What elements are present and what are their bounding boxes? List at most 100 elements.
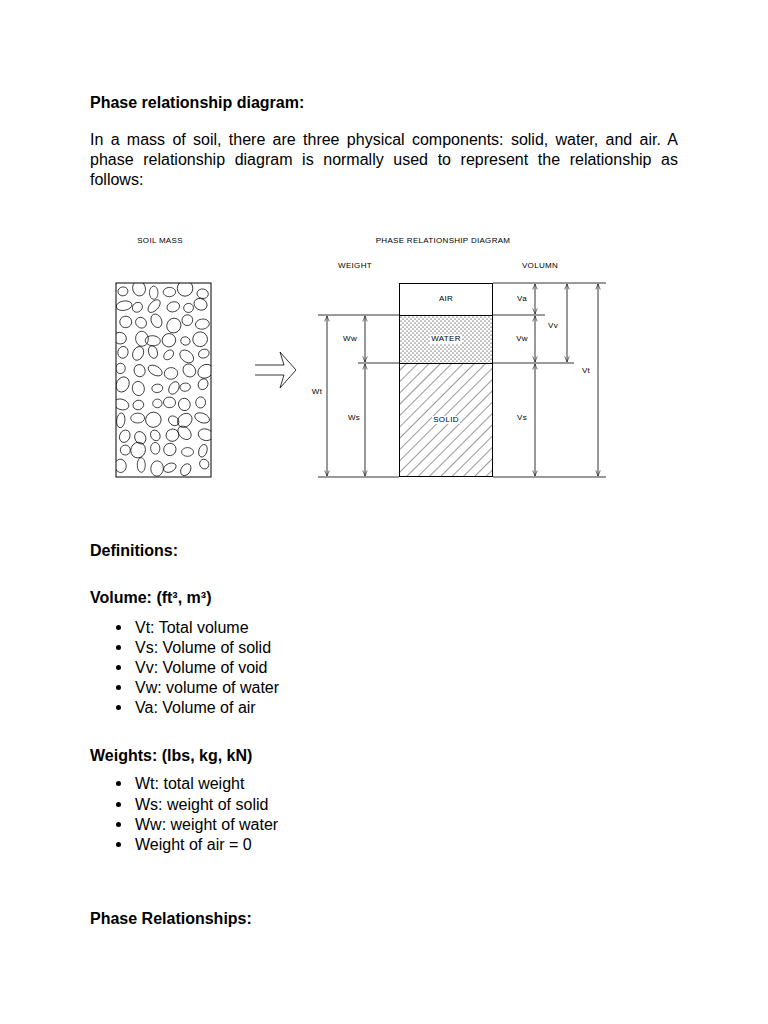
pebble: [175, 423, 194, 442]
pebble: [166, 300, 181, 313]
bullet-dot: [116, 802, 121, 807]
pebble: [130, 300, 144, 314]
phase-label: SOLID: [432, 416, 460, 425]
pebble: [117, 345, 129, 359]
pebble: [150, 460, 163, 476]
pebble: [146, 298, 163, 315]
phase-box: AIR: [399, 283, 493, 316]
pebble: [116, 363, 126, 374]
intro-paragraph: In a mass of soil, there are three physi…: [90, 130, 678, 190]
pebble: [196, 377, 210, 391]
section-heading: Volume: (ft³, m³): [90, 588, 211, 607]
dimension-label: Vw: [515, 334, 529, 344]
bullet-dot: [116, 822, 121, 827]
phase-label: WATER: [430, 335, 462, 344]
pebble: [116, 397, 130, 412]
bullet-dot: [116, 685, 121, 690]
pebble: [198, 457, 211, 470]
section-heading: Phase Relationships:: [90, 909, 252, 928]
pebble: [116, 300, 133, 312]
dimension-label: Vs: [516, 413, 528, 423]
phase-fills: [399, 315, 493, 477]
pebble: [163, 397, 176, 409]
definition-item: Va: Volume of air: [135, 698, 256, 717]
pebble: [195, 318, 210, 330]
dimension-label: Ww: [342, 334, 358, 344]
pebble: [167, 380, 182, 396]
column-label: VOLUMN: [521, 261, 559, 271]
pebble: [192, 296, 209, 312]
pebble: [116, 375, 132, 395]
pebble: [162, 461, 177, 474]
pebble: [150, 442, 160, 454]
pebble: [133, 315, 148, 330]
pebble: [116, 458, 127, 473]
pebble: [162, 348, 176, 362]
pebble: [117, 286, 128, 297]
dimension-label: Ws: [347, 413, 361, 423]
pebble: [118, 428, 132, 444]
pebble: [175, 410, 195, 430]
definition-item: Weight of air = 0: [135, 835, 252, 854]
figure-label: PHASE RELATIONSHIP DIAGRAM: [375, 236, 512, 246]
pebble: [175, 283, 195, 298]
pebble: [145, 335, 161, 346]
pebble: [190, 329, 210, 349]
pebble: [196, 288, 209, 299]
pebble: [132, 399, 145, 411]
definition-item: Ww: weight of water: [135, 815, 278, 834]
pebble: [149, 428, 162, 442]
pebble: [120, 444, 131, 455]
dimension-label: Vt: [581, 366, 591, 376]
pebble: [195, 396, 206, 408]
pebble: [195, 362, 211, 381]
pebble: [164, 367, 179, 380]
section-heading: Weights: (lbs, kg, kN): [90, 746, 252, 765]
bullet-dot: [116, 665, 121, 670]
phase-box: SOLID: [399, 363, 493, 477]
phase-label: AIR: [438, 295, 454, 304]
dimension-label: Vv: [547, 321, 559, 331]
pebble: [129, 440, 148, 460]
pebble: [131, 413, 145, 423]
definition-item: Wt: total weight: [135, 774, 244, 793]
figure-label: SOIL MASS: [136, 236, 184, 246]
pebble: [143, 410, 163, 430]
bullet-dot: [116, 625, 121, 630]
pebble: [197, 427, 211, 442]
pebble: [177, 347, 196, 365]
hollow-arrow: [255, 352, 296, 388]
section-heading: Definitions:: [90, 541, 178, 560]
pebble: [164, 316, 183, 335]
pebble: [163, 287, 176, 297]
pebble: [197, 443, 209, 458]
soil-mass: [112, 278, 215, 477]
pebble: [135, 331, 149, 347]
pebble: [177, 397, 192, 412]
column-label: WEIGHT: [337, 261, 373, 271]
phase-box: WATER: [399, 315, 493, 364]
pebble: [116, 331, 128, 346]
dimension-lines: [318, 283, 606, 477]
pebble: [161, 441, 178, 458]
pebble: [180, 361, 198, 379]
dimension-label: Wt: [311, 387, 323, 397]
pebble: [160, 331, 178, 349]
pebble: [119, 315, 133, 329]
definition-item: Ws: weight of solid: [135, 795, 268, 814]
definition-item: Vv: Volume of void: [135, 658, 268, 677]
pebble: [137, 458, 145, 473]
pebble: [180, 313, 195, 328]
pebble: [130, 345, 145, 362]
pebble: [193, 411, 211, 425]
bullet-dot: [116, 705, 121, 710]
pebble: [147, 345, 159, 360]
pebble: [116, 413, 126, 429]
pebble: [153, 399, 163, 408]
definition-item: Vt: Total volume: [135, 618, 249, 637]
pebble: [180, 336, 191, 346]
pebble: [133, 363, 147, 378]
pebble: [197, 348, 210, 360]
pebble: [183, 303, 194, 313]
